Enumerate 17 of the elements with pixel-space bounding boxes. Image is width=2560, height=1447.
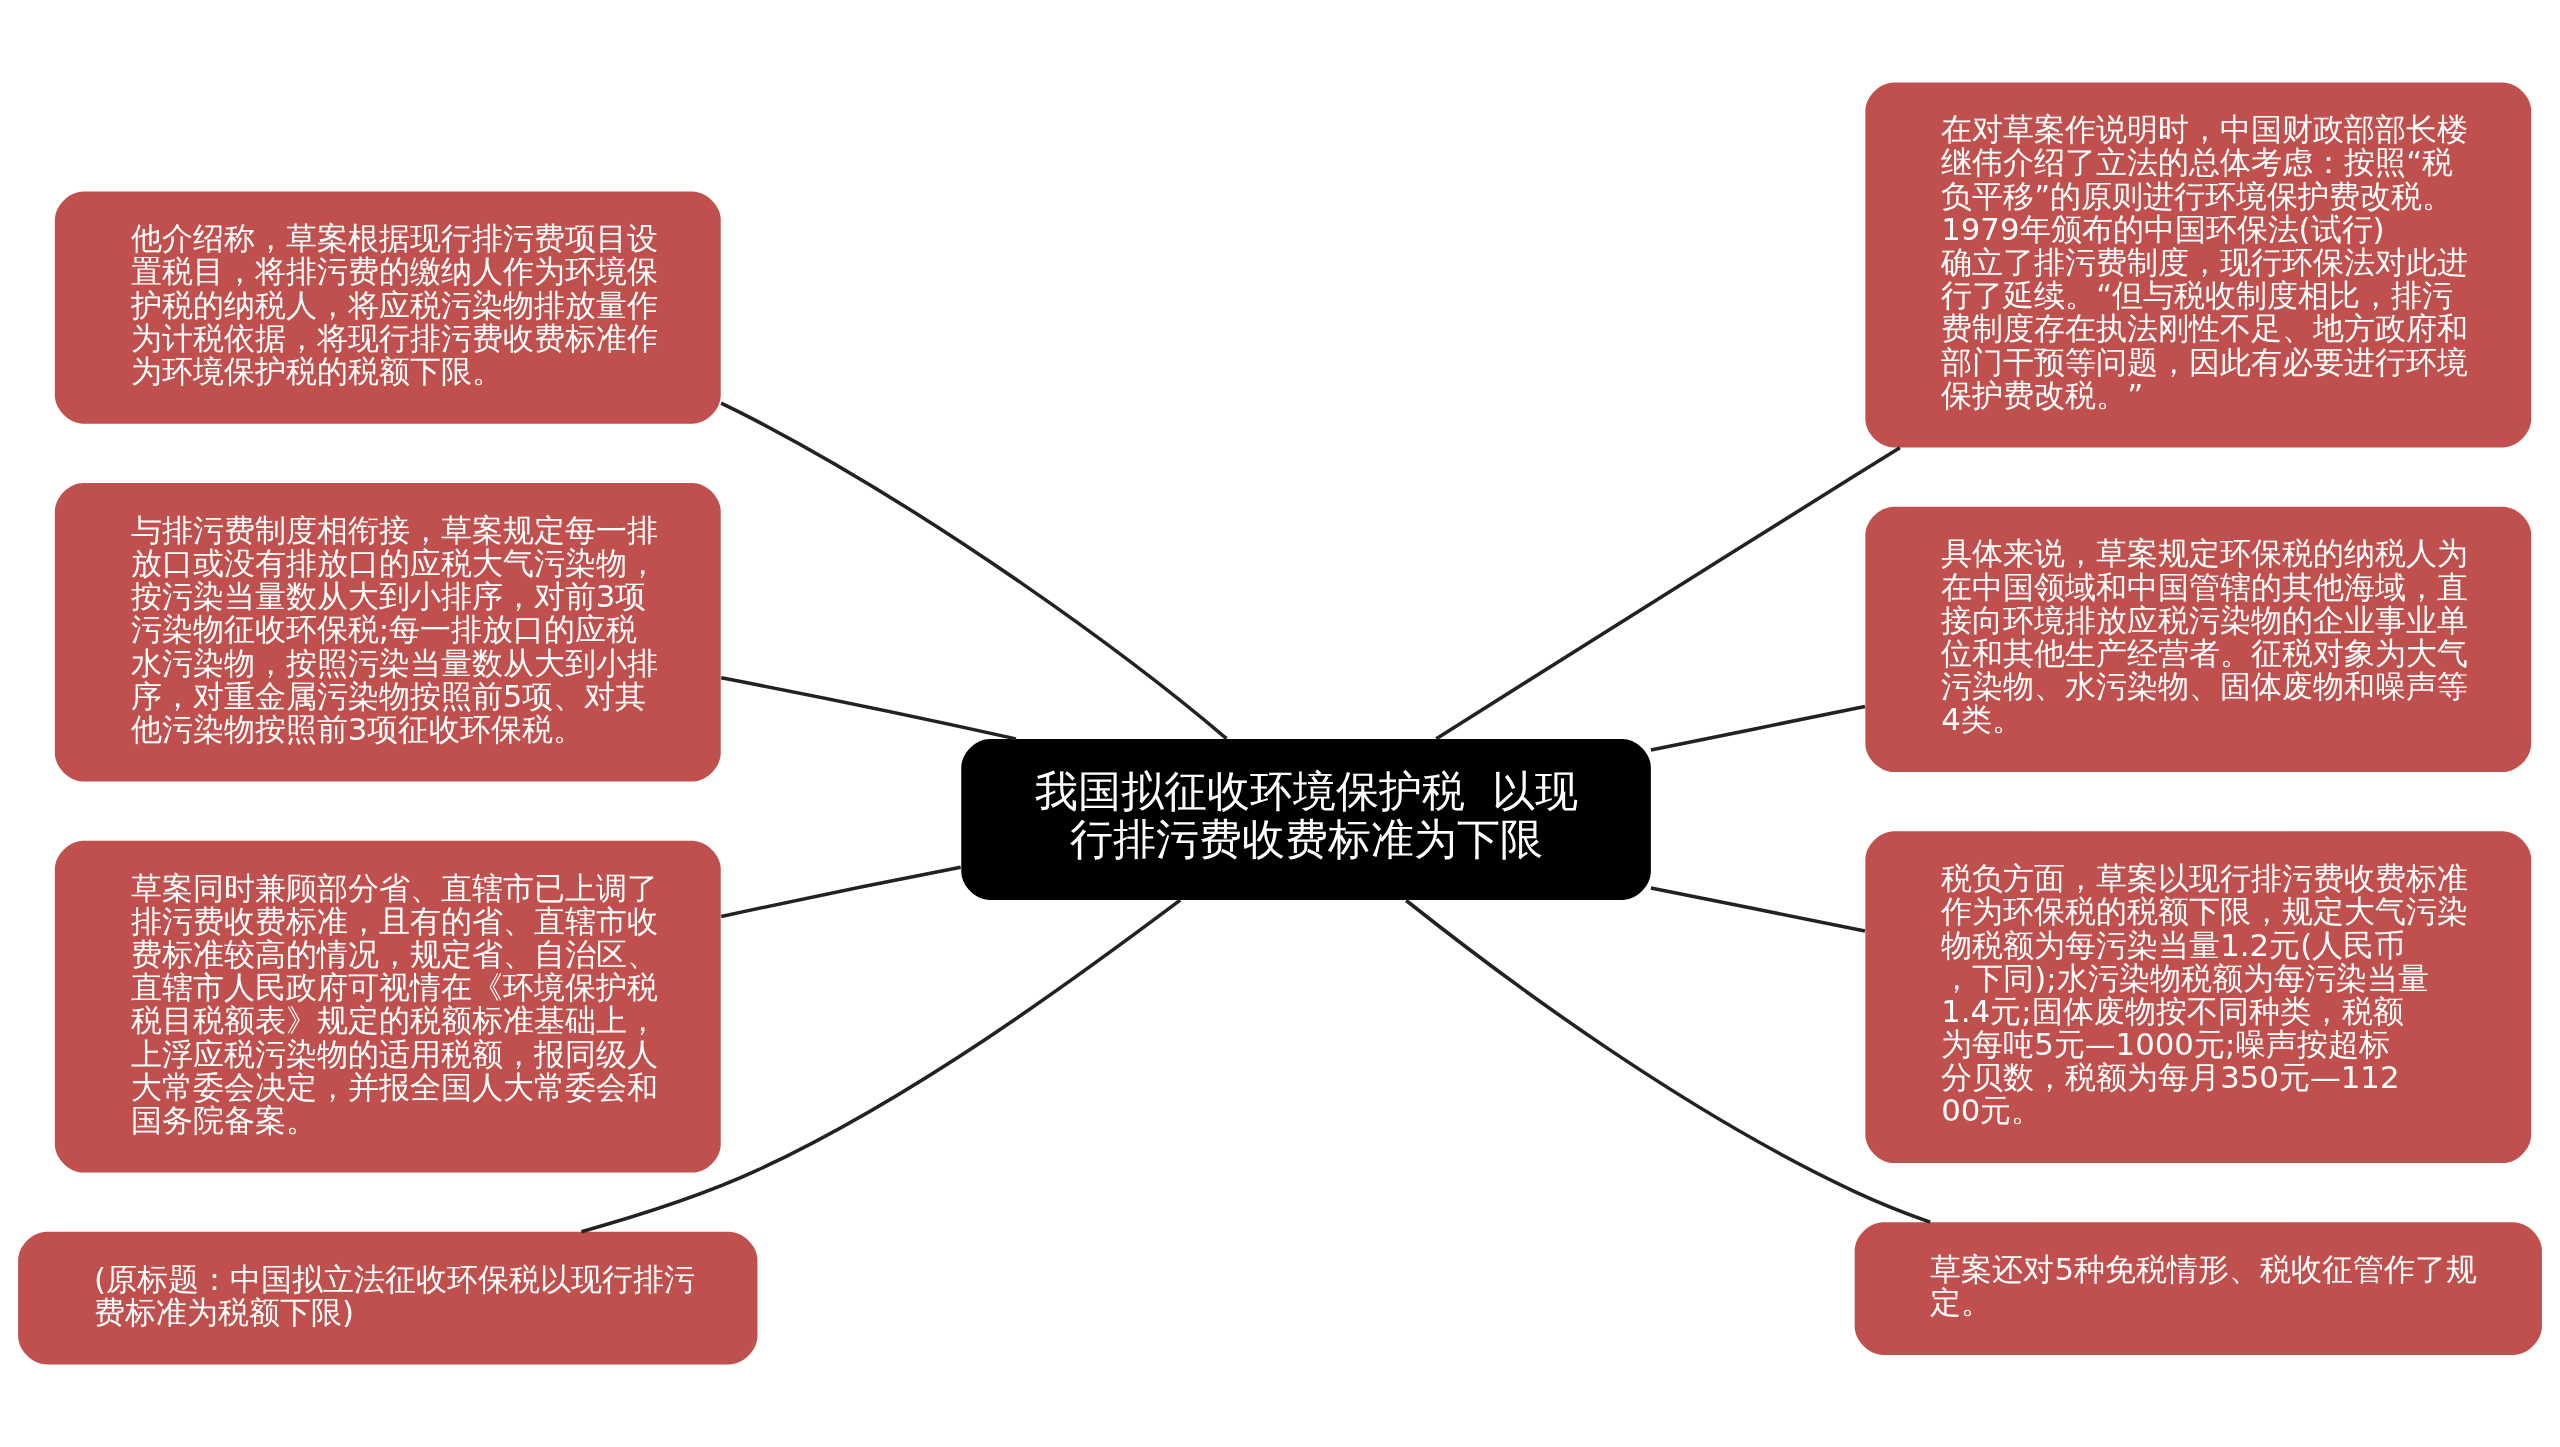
connector <box>1650 886 1866 933</box>
connector <box>720 865 961 919</box>
node-box: 与排污费制度相衔接，草案规定每一排放口或没有排放口的应税大气污染物，按污染当量数从大到小排序，对前3项污染物征收环保税;每一排放口的应税水污染物，按照污染当量数从大到小排序，对重金属污染物按照前5项、对其他污染物按照前3项征收环保税。 <box>54 482 721 782</box>
connector <box>1435 446 1901 741</box>
connector <box>580 898 1182 1234</box>
connector <box>720 401 1228 740</box>
node-box: 草案同时兼顾部分省、直辖市已上调了排污费收费标准，且有的省、直辖市收费标准较高的情况，规定省、自治区、直辖市人民政府可视情在《环境保护税税目税额表》规定的税额标准基础上，上浮应税污染物的适用税额，报同级人大常委会决定，并报全国人大常委会和国务院备案。 <box>54 840 721 1173</box>
connector <box>1405 899 1931 1224</box>
connector <box>1650 704 1866 752</box>
node-box: 他介绍称，草案根据现行排污费项目设置税目，将排污费的缴纳人作为环境保护税的纳税人，将应税污染物排放量作为计税依据，将现行排污费收费标准作为环境保护税的税额下限。 <box>54 191 721 424</box>
connector <box>720 676 1017 741</box>
node-box: 具体来说，草案规定环保税的纳税人为在中国领域和中国管辖的其他海域，直接向环境排放应税污染物的企业事业单位和其他生产经营者。征税对象为大气污染物、水污染物、固体废物和噪声等4类。 <box>1865 506 2532 773</box>
node-box: 我国拟征收环境保护税 以现行排污费收费标准为下限 <box>961 738 1651 901</box>
node-box: (原标题：中国拟立法征收环保税以现行排污费标准为税额下限) <box>18 1231 758 1365</box>
node-box: 在对草案作说明时，中国财政部部长楼继伟介绍了立法的总体考虑：按照“税负平移”的原则进行环境保护费改税。1979年颁布的中国环保法(试行)确立了排污费制度，现行环保法对此进行了延续。“但与税收制度相比，排污费制度存在执法刚性不足、地方政府和部门干预等问题，因此有必要进行环境保护费改税。” <box>1865 82 2532 448</box>
node-box: 草案还对5种免税情形、税收征管作了规定。 <box>1854 1222 2542 1356</box>
node-box: 税负方面，草案以现行排污费收费标准作为环保税的税额下限，规定大气污染物税额为每污染当量1.2元(人民币，下同);水污染物税额为每污染当量1.4元;固体废物按不同种类，税额为每吨5元—1000元;噪声按超标分贝数，税额为每月350元—11200元。 <box>1865 831 2532 1164</box>
